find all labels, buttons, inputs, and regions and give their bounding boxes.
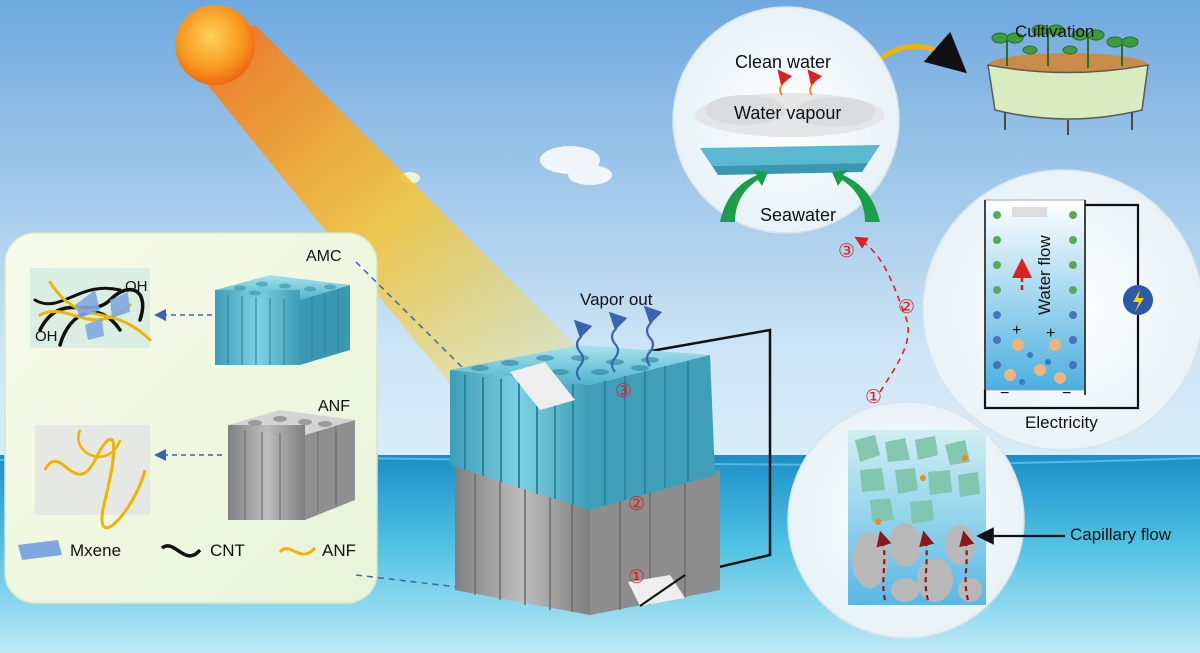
sun-icon (175, 5, 255, 85)
plant-pot-icon (987, 24, 1149, 135)
cultivation-label: Cultivation (1015, 22, 1095, 41)
wave-vapor-icon (573, 305, 663, 381)
amc-label: AMC (306, 248, 342, 265)
vapor-out-label: Vapor out (580, 290, 653, 309)
anf-block (228, 410, 355, 520)
cnt-swatch (160, 544, 202, 558)
water-vapour-label: Water vapour (734, 103, 842, 123)
clean-water-label: Clean water (735, 52, 832, 72)
capillary-detail-circle (787, 401, 1065, 639)
ion-plus-left: + (1012, 322, 1022, 339)
step-three-marker-block: ③ (615, 380, 633, 402)
step-one-marker-right: ① (865, 386, 883, 408)
step-two-marker-right: ② (898, 296, 916, 318)
anf-swatch (278, 546, 317, 556)
process-path-arrow (854, 236, 909, 393)
legend-cnt-label: CNT (210, 541, 245, 560)
step-one-marker-block: ① (628, 566, 646, 588)
anf-layer-label: ANF (318, 398, 350, 415)
legend-mxene-label: Mxene (70, 541, 122, 560)
electricity-label: Electricity (1025, 413, 1098, 432)
bottom-electrode-strip (628, 575, 685, 606)
legend-anf-label: ANF (322, 541, 356, 560)
ion-minus-right: − (1062, 385, 1072, 402)
water-flow-label: Water flow (1035, 235, 1054, 315)
amc-block (215, 275, 350, 365)
capillary-flow-label: Capillary flow (1070, 525, 1172, 544)
electricity-detail-circle (922, 169, 1200, 451)
cultivation-arrow (880, 31, 968, 74)
oh-left-label: OH (35, 328, 58, 345)
top-electrode-strip (510, 362, 575, 410)
step-three-marker-top: ③ (838, 240, 856, 262)
evaporation-detail-circle (672, 6, 900, 234)
ion-plus-right: + (1046, 325, 1056, 342)
cloud-icon (400, 146, 612, 185)
seawater-label: Seawater (760, 205, 837, 225)
step-two-marker-block: ② (628, 493, 646, 515)
ion-minus-left: − (1000, 385, 1010, 402)
main-membrane-block (450, 328, 772, 615)
oh-top-label: OH (125, 278, 148, 295)
mxene-swatch (18, 540, 62, 560)
